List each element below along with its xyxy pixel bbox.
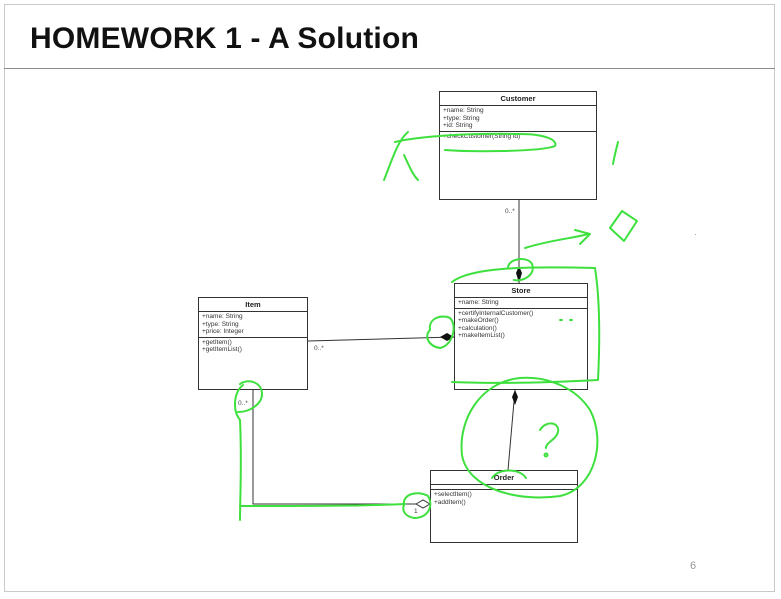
multiplicity-item-order-order-end: 1 — [414, 508, 418, 515]
handwritten-annotations — [234, 131, 638, 521]
ink-circle-left — [426, 315, 455, 349]
operation: +selectItem() — [434, 491, 472, 498]
attribute: +name: String — [458, 299, 499, 306]
association-store-order — [507, 389, 516, 471]
ink-box-store — [451, 266, 601, 384]
ink-question-mark — [539, 422, 560, 449]
class-name: Item — [199, 298, 307, 312]
ink-arrow-line — [524, 233, 589, 249]
ink-circle-item-mult — [237, 380, 263, 413]
operation: +getItemList() — [202, 346, 242, 354]
ink-curve-left — [234, 384, 244, 521]
class-store: Store +name: String +certifyInternalCust… — [454, 283, 588, 390]
attributes-compartment: +name: String +type: String +price: Inte… — [199, 312, 307, 338]
composition-diamond-store-top — [516, 266, 522, 283]
composition-diamond-store-bottom — [512, 390, 518, 405]
multiplicity-item-order-item-end: 0..* — [238, 400, 248, 407]
ink-circle-order-end — [402, 492, 432, 519]
operations-compartment: +getItem() +getItemList() — [199, 338, 307, 355]
ink-circle-top — [507, 258, 534, 282]
class-order: Order +selectItem() +addItem() — [430, 470, 578, 543]
attributes-compartment: +name: String — [455, 298, 587, 309]
class-name: Order — [431, 471, 577, 485]
operations-compartment: +certifyInternalCustomer() +makeOrder() … — [455, 309, 587, 341]
class-customer: Customer +name: String +type: String +id… — [439, 91, 597, 200]
attributes-compartment: +name: String +type: String +id: String — [440, 106, 596, 132]
operations-compartment: +checkCustomer(String id) — [440, 132, 596, 142]
operation: +calculation() — [458, 324, 497, 332]
ink-question-dot — [543, 452, 549, 458]
operation: +getItem() — [202, 338, 232, 346]
class-name: Store — [455, 284, 587, 298]
operation: +addItem() — [434, 498, 466, 506]
slide-frame — [4, 4, 775, 592]
class-name: Customer — [440, 92, 596, 106]
operation: +makeItemList() — [458, 332, 505, 340]
ink-stroke — [612, 141, 619, 165]
slide-title: HOMEWORK 1 - A Solution — [30, 22, 420, 55]
attribute: +price: Integer — [202, 328, 244, 336]
ink-stroke — [383, 131, 409, 181]
association-item-store — [307, 336, 455, 342]
multiplicity-customer-store: 0..* — [505, 208, 515, 215]
attribute: +name: String — [202, 313, 243, 320]
attribute: +type: String — [443, 114, 480, 122]
operation: +makeOrder() — [458, 317, 499, 325]
association-lines — [252, 200, 520, 505]
page-number: 6 — [690, 560, 697, 572]
operation: +checkCustomer(String id) — [443, 132, 521, 140]
title-divider — [4, 68, 775, 69]
operation: +certifyInternalCustomer() — [458, 309, 534, 317]
attribute: +name: String — [443, 107, 484, 114]
ink-stroke-order-name — [491, 469, 527, 479]
attribute: +type: String — [202, 320, 239, 328]
stray-mark: · — [694, 229, 697, 239]
ink-stroke — [403, 154, 419, 181]
attribute: +id: String — [443, 122, 473, 130]
ink-arrowhead — [574, 229, 591, 245]
association-item-order — [252, 390, 430, 505]
attributes-compartment — [431, 485, 577, 490]
operations-compartment: +selectItem() +addItem() — [431, 490, 577, 507]
aggregation-diamond-order — [414, 499, 432, 509]
ink-circle-large — [460, 376, 599, 499]
multiplicity-item-store: 0..* — [314, 345, 324, 352]
ink-underline-checkcustomer — [394, 132, 557, 153]
ink-square — [609, 210, 638, 242]
class-item: Item +name: String +type: String +price:… — [198, 297, 308, 390]
ink-underline-item-order — [239, 503, 406, 507]
